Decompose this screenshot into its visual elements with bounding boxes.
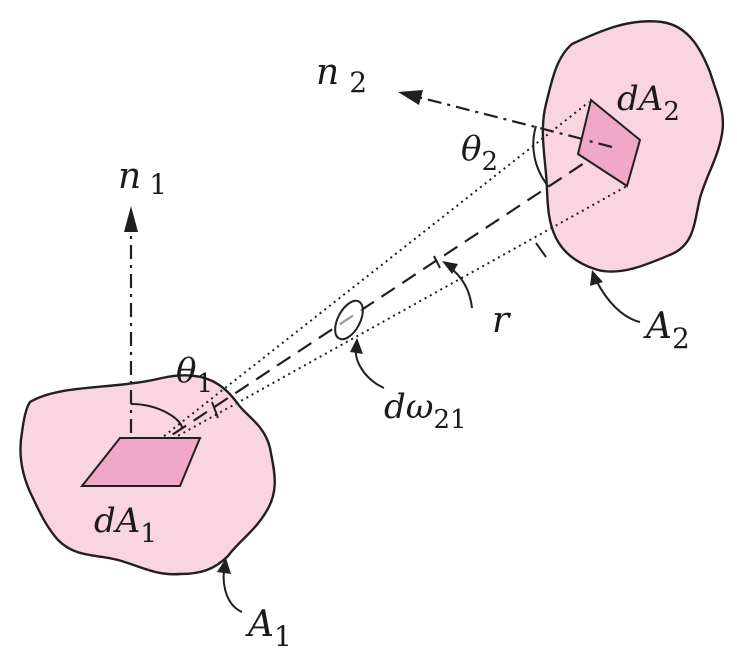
theta1-arc xyxy=(130,403,183,429)
domega-leader-arrowhead xyxy=(350,338,363,354)
a1-leader xyxy=(222,569,243,613)
label-A1: A1 xyxy=(245,604,292,653)
label-r: r xyxy=(492,300,511,341)
normal-n1-arrowhead xyxy=(124,206,138,232)
cone-line-lower xyxy=(130,185,628,463)
label-A2: A2 xyxy=(643,306,690,355)
label-dA1: dA1 xyxy=(94,501,157,549)
label-domega: dω21 xyxy=(384,387,467,435)
normal-n2-inner xyxy=(584,138,613,149)
r-end-tick xyxy=(535,242,547,258)
a1-leader-arrowhead xyxy=(217,558,231,574)
theta1-tick xyxy=(211,401,219,419)
domega-leader xyxy=(354,347,385,389)
element-dA2 xyxy=(576,98,642,188)
label-theta2: θ2 xyxy=(461,129,498,177)
element-dA1 xyxy=(79,437,202,487)
label-dA2: dA2 xyxy=(617,79,680,127)
label-theta1: θ1 xyxy=(176,351,213,399)
distance-r-line xyxy=(130,145,611,463)
normal-n2-line xyxy=(417,95,611,148)
r-mid-tick xyxy=(433,255,441,269)
a2-leader-arrowhead xyxy=(590,270,603,286)
a2-leader xyxy=(595,279,641,323)
cone-line-upper xyxy=(130,101,590,463)
theta2-arc xyxy=(532,125,549,187)
r-leader-arrowhead xyxy=(442,261,458,274)
normal-n2-arrowhead xyxy=(398,90,423,105)
solid-angle-ellipse xyxy=(334,299,364,341)
